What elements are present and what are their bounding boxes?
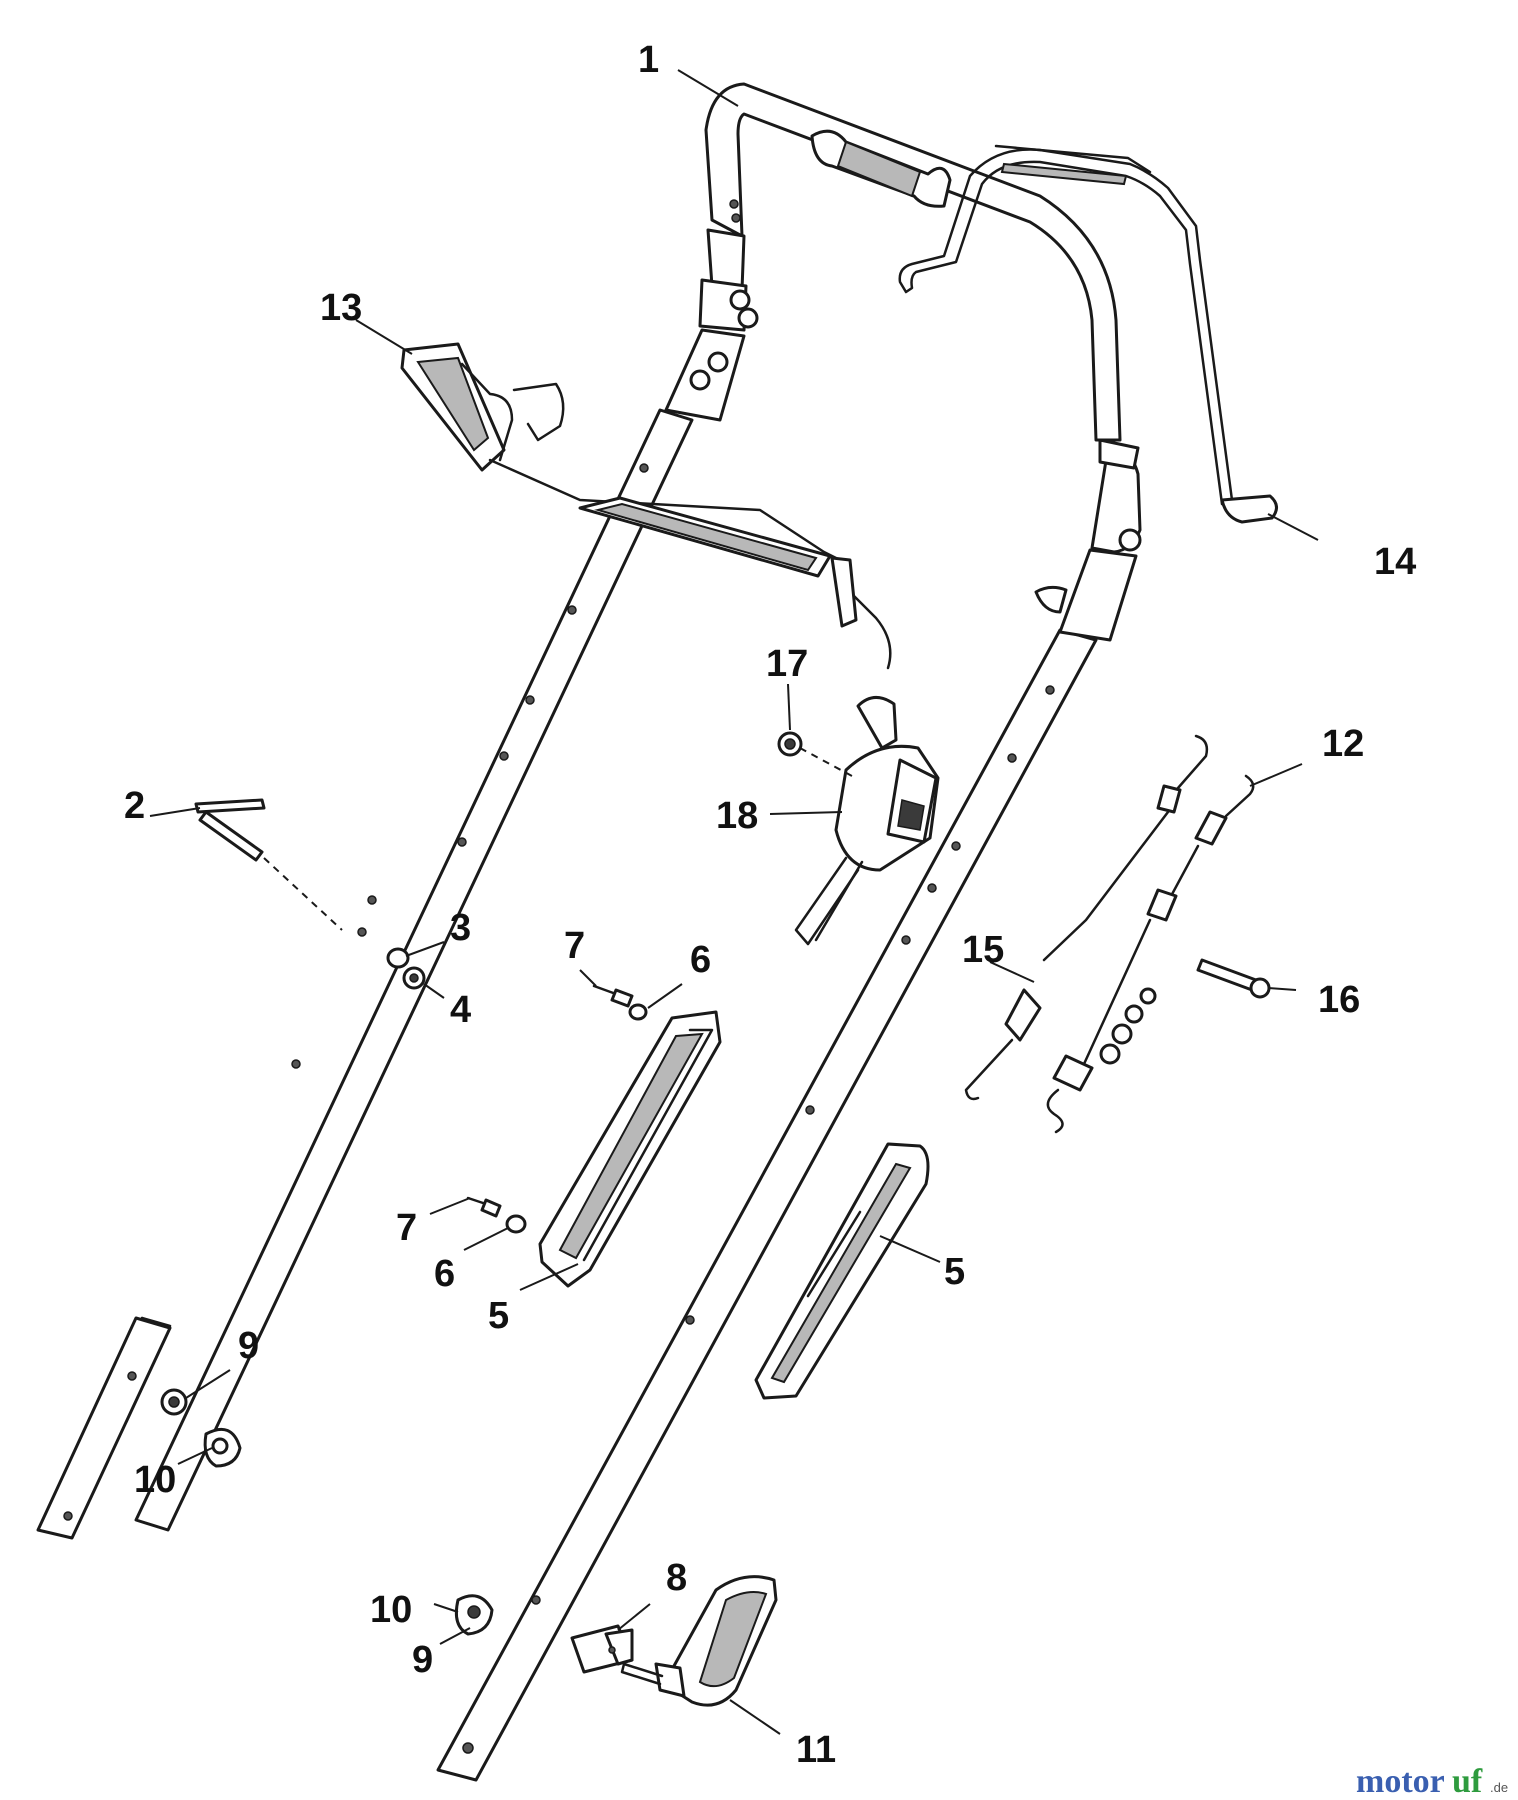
callout-9-upper: 9 <box>238 1325 259 1367</box>
callout-17: 17 <box>766 643 808 685</box>
operator-bail-bar <box>898 144 1278 524</box>
upper-handle-bar <box>664 82 1142 642</box>
callout-13: 13 <box>320 287 362 329</box>
callout-9-lower: 9 <box>412 1639 433 1681</box>
left-lower-handle-tube <box>36 408 694 1540</box>
clip-8 <box>570 1624 634 1674</box>
callout-2: 2 <box>124 785 145 827</box>
callout-10-upper: 10 <box>134 1459 176 1501</box>
cover-5-right <box>754 1142 930 1400</box>
callout-5-right: 5 <box>944 1251 965 1293</box>
callout-18: 18 <box>716 795 758 837</box>
switch-box <box>794 696 940 946</box>
leader-lines <box>149 69 1319 1735</box>
callout-14: 14 <box>1374 541 1416 583</box>
callout-12: 12 <box>1322 723 1364 765</box>
callout-10-lower: 10 <box>370 1589 412 1631</box>
callout-3: 3 <box>450 907 471 949</box>
bolt-2 <box>194 798 266 862</box>
assembly-dashline-17 <box>799 747 853 777</box>
callout-11: 11 <box>796 1729 836 1771</box>
callout-15: 15 <box>962 929 1004 971</box>
washer-6-upper <box>628 1003 648 1021</box>
callout-5-left: 5 <box>488 1295 509 1337</box>
watermark-uf: uf <box>1452 1763 1483 1800</box>
callout-labels: 1 13 14 17 18 12 2 3 4 7 6 15 16 7 6 5 5… <box>124 39 1416 1771</box>
nut-17 <box>777 731 803 757</box>
screw-7-upper <box>592 984 634 1008</box>
watermark-moto: motor <box>1356 1763 1445 1800</box>
watermark-logo: motor uf .de <box>1356 1763 1508 1800</box>
cable-washers <box>1099 987 1157 1065</box>
callout-7-lower: 7 <box>396 1207 417 1249</box>
cover-5-left <box>538 1010 722 1288</box>
assembly-dashline-2 <box>263 857 343 931</box>
callout-1: 1 <box>638 39 659 81</box>
screw-7-lower <box>466 1196 502 1218</box>
callout-7-upper: 7 <box>564 925 585 967</box>
watermark-suffix: .de <box>1490 1780 1508 1795</box>
washer-6-lower <box>505 1214 527 1234</box>
callout-6-upper: 6 <box>690 939 711 981</box>
lever-cable-assembly <box>400 342 892 670</box>
callout-16: 16 <box>1318 979 1360 1021</box>
callout-4: 4 <box>450 989 471 1031</box>
nut-9-upper <box>160 1388 188 1416</box>
nut-4 <box>402 966 426 990</box>
adjustment-lever-11 <box>620 1575 778 1707</box>
cable-12 <box>1046 774 1255 1134</box>
knob-10-upper <box>203 1427 242 1468</box>
washer-3 <box>386 947 410 969</box>
bolt-16 <box>1196 958 1271 999</box>
callout-8: 8 <box>666 1557 687 1599</box>
cable-15 <box>964 734 1209 1101</box>
knob-10-lower <box>454 1594 494 1636</box>
callout-6-lower: 6 <box>434 1253 455 1295</box>
